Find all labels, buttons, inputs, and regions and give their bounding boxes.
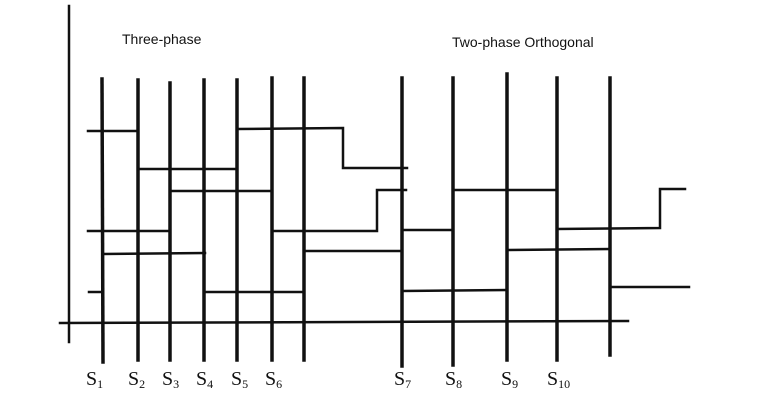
level-segment (505, 247, 612, 252)
switch-label-s4: S4 (196, 368, 213, 391)
two-phase-orthogonal-heading: Two-phase Orthogonal (452, 34, 594, 50)
switch-label-s7: S7 (394, 368, 411, 391)
switch-label-s9: S9 (501, 368, 518, 391)
level-segment (101, 251, 207, 256)
level-step (235, 126, 409, 170)
level-segment (400, 288, 509, 293)
switch-label-s8: S8 (445, 368, 462, 391)
level-step (555, 187, 687, 231)
switch-label-s6: S6 (265, 368, 282, 391)
switch-label-s10: S10 (547, 368, 570, 391)
bottom-baseline (58, 319, 630, 325)
three-phase-heading: Three-phase (122, 31, 202, 47)
switch-label-s1: S1 (86, 368, 103, 391)
level-step (270, 188, 408, 233)
switch-label-s2: S2 (128, 368, 145, 391)
column-s1 (100, 77, 105, 364)
switch-label-s5: S5 (231, 368, 248, 391)
switch-label-s3: S3 (162, 368, 179, 391)
